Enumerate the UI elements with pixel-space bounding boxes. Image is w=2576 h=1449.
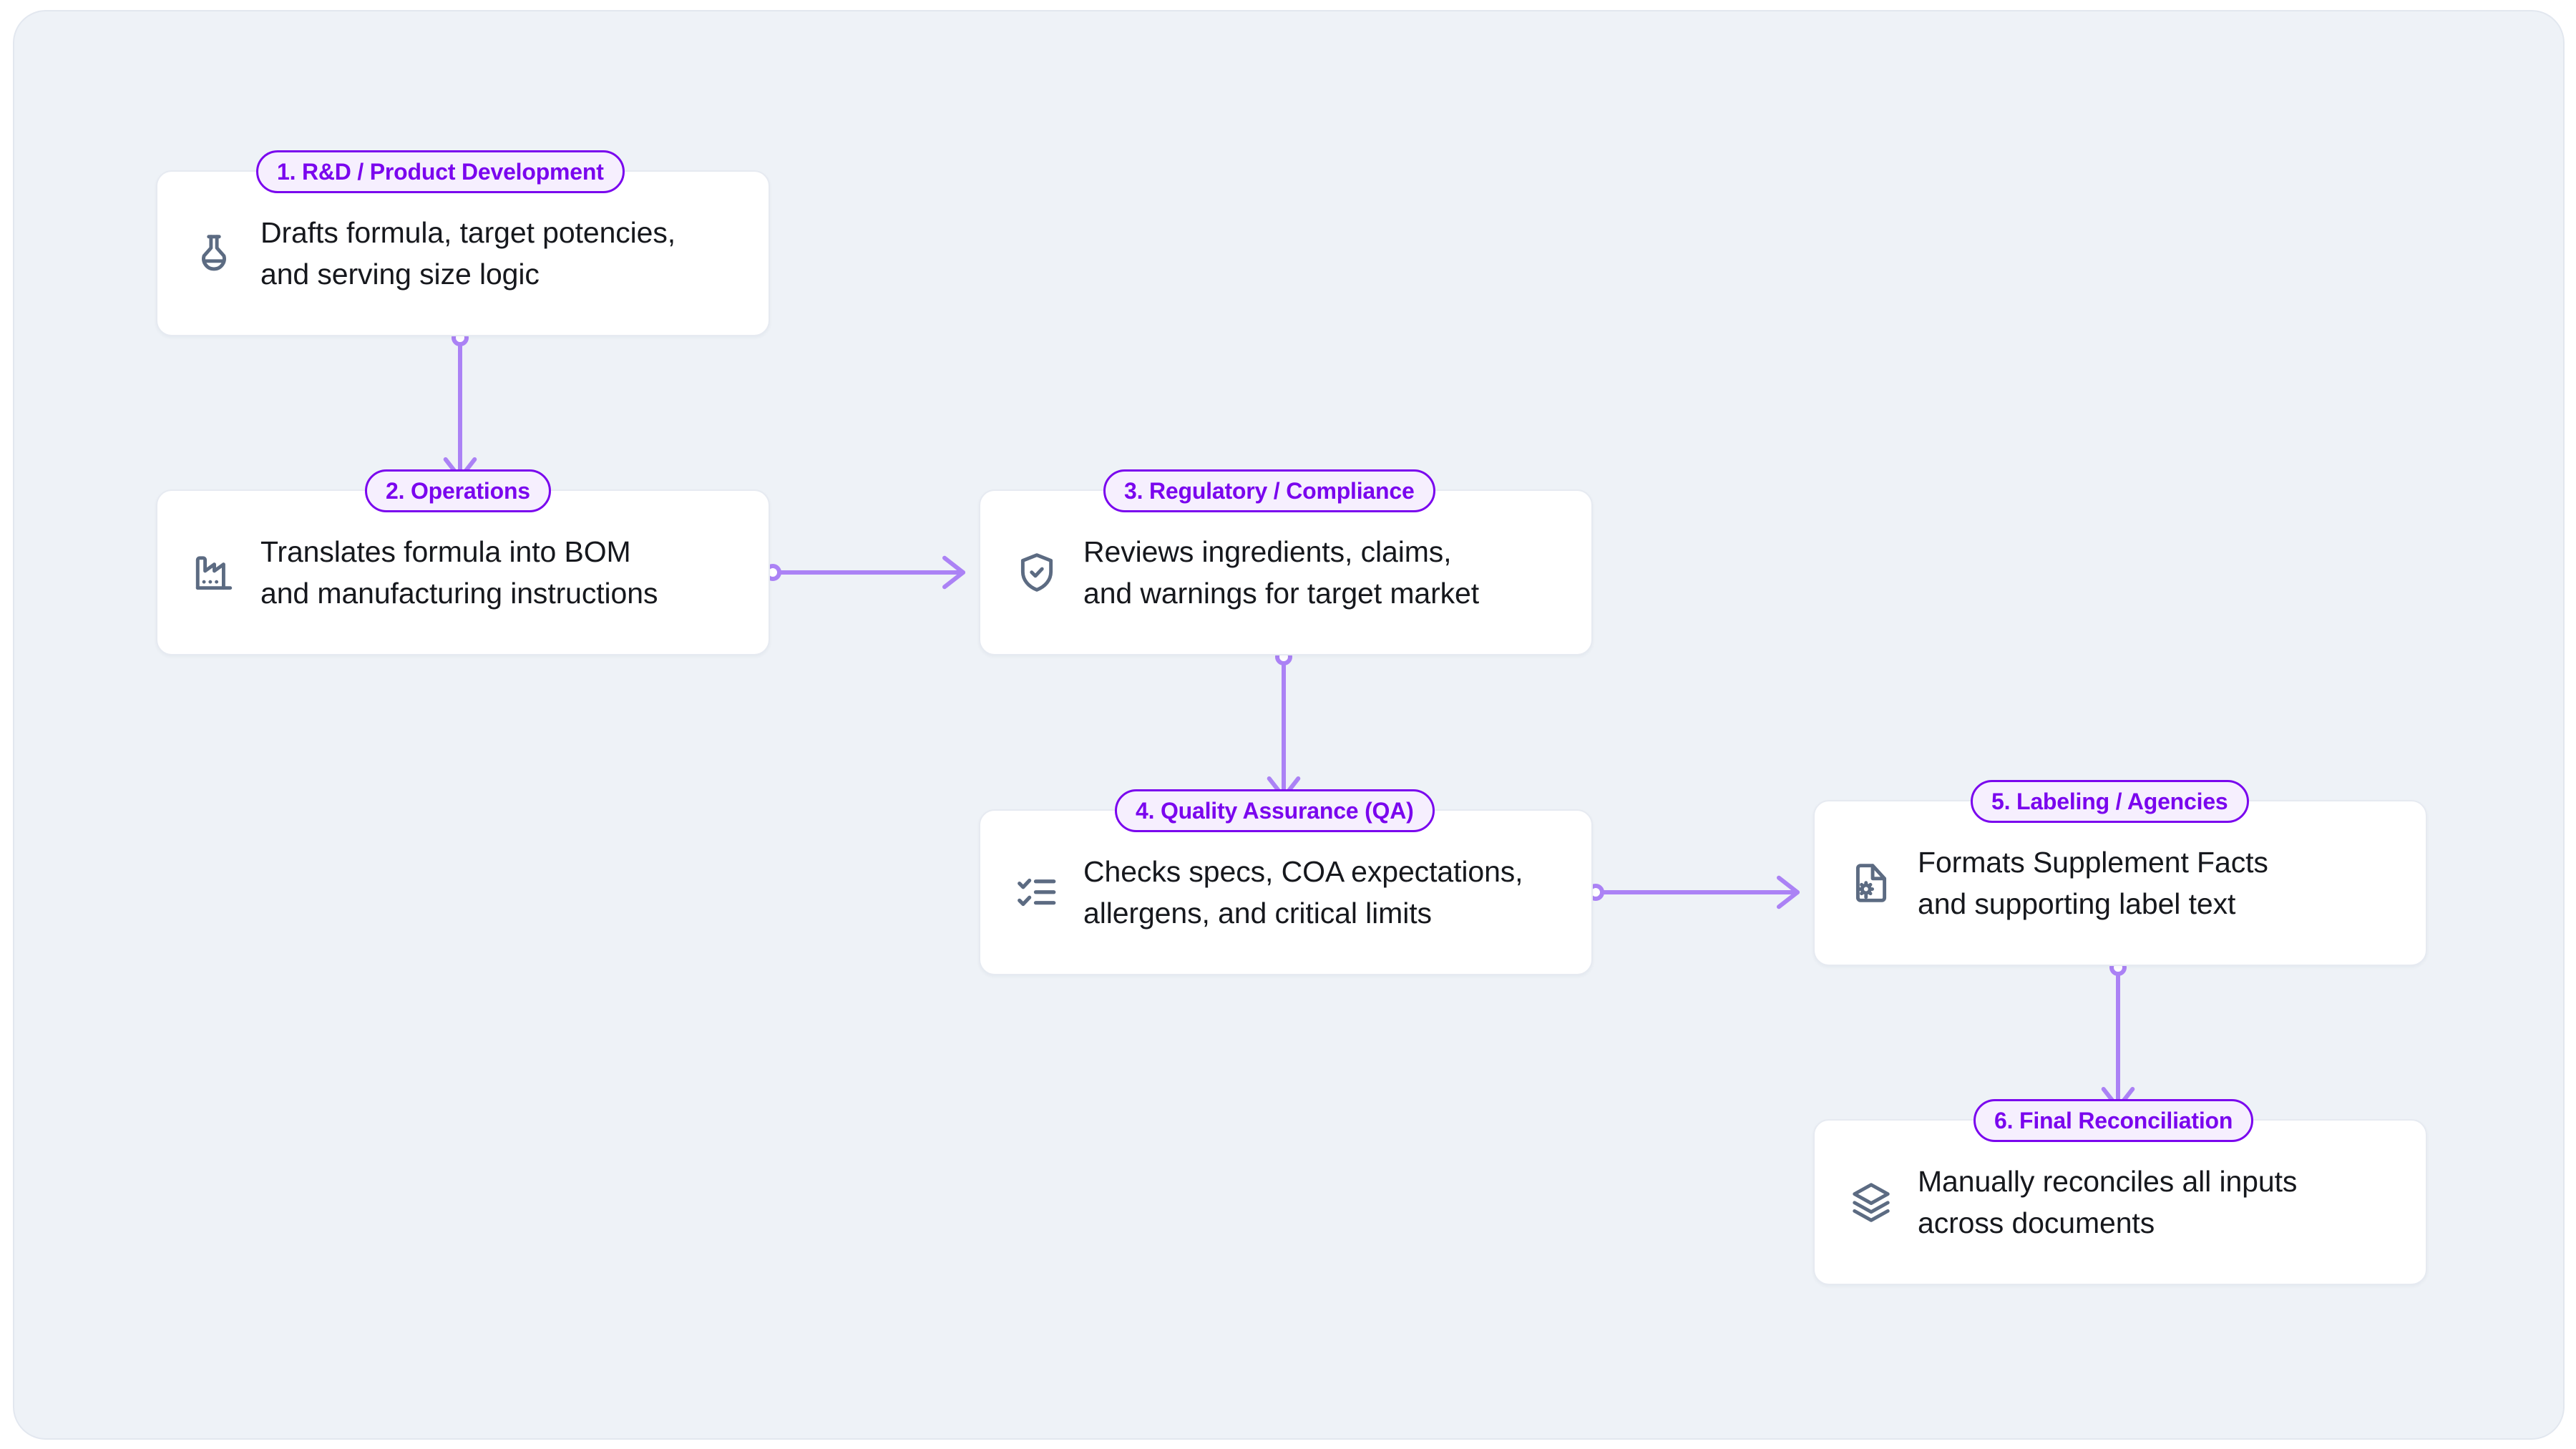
- node-badge-n5: 5. Labeling / Agencies: [1971, 780, 2249, 823]
- edge-arrowhead: [942, 555, 965, 590]
- node-description-n5: Formats Supplement Facts and supporting …: [1918, 845, 2268, 920]
- node-content-n6: Manually reconciles all inputs across do…: [1815, 1121, 2426, 1284]
- node-content-n3: Reviews ingredients, claims, and warning…: [980, 491, 1591, 654]
- node-content-n2: Translates formula into BOM and manufact…: [157, 491, 769, 654]
- node-badge-n2: 2. Operations: [365, 469, 551, 512]
- flow-edge-e5: [2101, 959, 2135, 1110]
- shield-check-icon: [1015, 550, 1059, 595]
- node-content-n1: Drafts formula, target potencies, and se…: [157, 172, 769, 335]
- factory-icon: [192, 550, 236, 595]
- flow-edge-e3: [1267, 648, 1301, 799]
- flow-node-n4[interactable]: 4. Quality Assurance (QA) Checks specs, C…: [979, 789, 1593, 975]
- flow-edge-e4: [1587, 875, 1800, 909]
- node-content-n4: Checks specs, COA expectations, allergen…: [980, 811, 1591, 974]
- checklist-icon: [1015, 870, 1059, 914]
- node-badge-n1: 1. R&D / Product Development: [256, 150, 625, 193]
- node-description-n2: Translates formula into BOM and manufact…: [260, 535, 658, 610]
- node-badge-n4: 4. Quality Assurance (QA): [1115, 789, 1435, 832]
- node-description-n4: Checks specs, COA expectations, allergen…: [1083, 854, 1523, 930]
- flow-edge-e2: [764, 555, 965, 590]
- layers-icon: [1849, 1180, 1893, 1224]
- flow-edge-e1: [443, 329, 477, 480]
- node-description-n3: Reviews ingredients, claims, and warning…: [1083, 535, 1480, 610]
- node-description-n1: Drafts formula, target potencies, and se…: [260, 215, 676, 291]
- edge-arrowhead: [1777, 875, 1800, 909]
- node-content-n5: Formats Supplement Facts and supporting …: [1815, 801, 2426, 965]
- node-badge-n3: 3. Regulatory / Compliance: [1103, 469, 1435, 512]
- node-description-n6: Manually reconciles all inputs across do…: [1918, 1164, 2298, 1239]
- node-badge-n6: 6. Final Reconciliation: [1974, 1099, 2254, 1142]
- flask-icon: [192, 231, 236, 275]
- document-gear-icon: [1849, 861, 1893, 905]
